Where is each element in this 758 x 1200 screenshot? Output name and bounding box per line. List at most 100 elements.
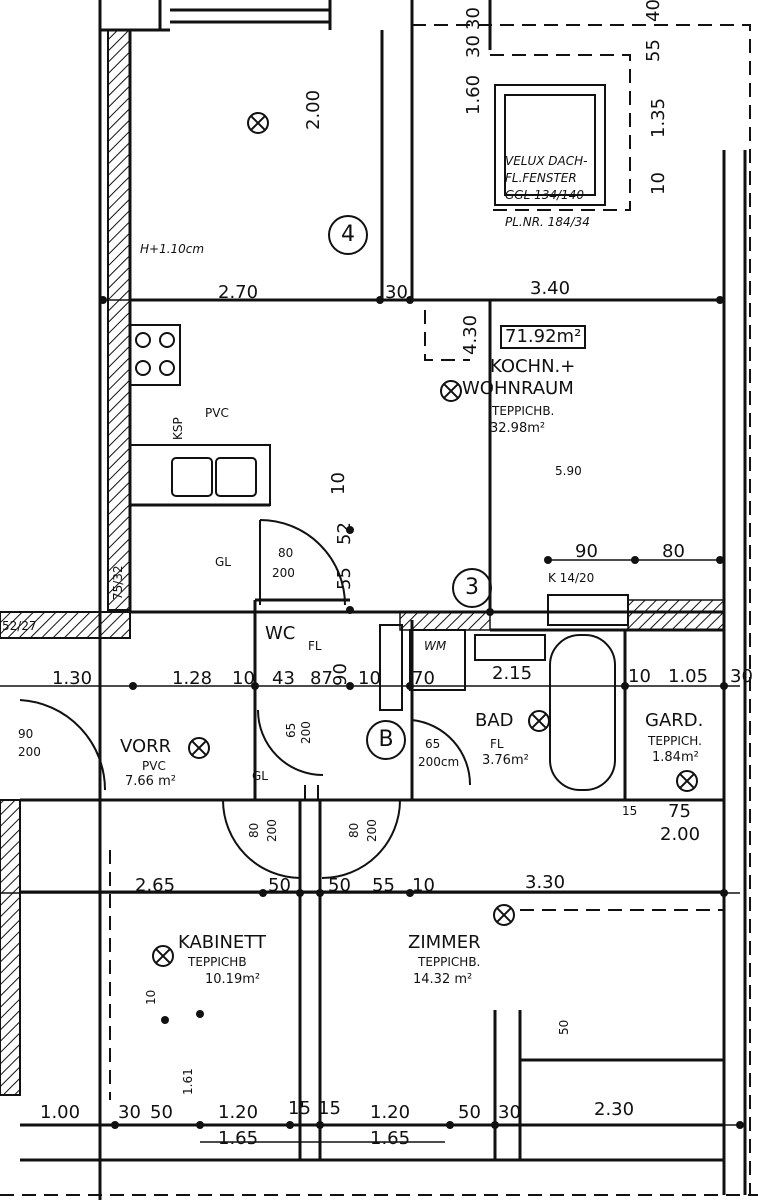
header-dim-135: 1.35 xyxy=(648,97,669,138)
dim-k-55: 55 xyxy=(334,567,355,590)
spot-level: 5.90 xyxy=(555,464,582,478)
dim-k-90: 90 xyxy=(575,541,598,562)
dim-bot-3: 50 xyxy=(150,1102,173,1123)
kab-name: KABINETT xyxy=(178,932,266,953)
dim-bot-win-2: 1.65 xyxy=(370,1128,411,1149)
dim-mid-8: 2.15 xyxy=(492,663,533,684)
dim-mid-3: 43 xyxy=(272,668,295,689)
gard-area: 1.84m² xyxy=(652,750,699,765)
dim-bot-5: 15 xyxy=(288,1098,311,1119)
fixture-gl-1: GL xyxy=(215,555,231,569)
dim-mid-6: 10 xyxy=(358,668,381,689)
dim-mid-1: 1.28 xyxy=(172,668,213,689)
lower-left-wall xyxy=(0,799,21,1096)
dim-gard-75: 75 xyxy=(668,801,691,822)
vorr-light-icon xyxy=(188,737,210,759)
dim-row3-4: 10 xyxy=(412,875,435,896)
dim-mid-5: 90 xyxy=(330,663,351,686)
kw-area: 32.98m² xyxy=(490,421,546,436)
dim-gard-200: 2.00 xyxy=(660,824,701,845)
vorr-area: 7.66 m² xyxy=(125,774,176,789)
bad-light-icon xyxy=(528,710,550,732)
kab-area: 10.19m² xyxy=(205,972,261,987)
dim-mid-11: 30 xyxy=(730,666,753,687)
door-wc-h: 200 xyxy=(299,721,313,744)
header-dim-55: 55 xyxy=(643,39,664,62)
dim-kab-10: 10 xyxy=(144,989,158,1005)
zim-name: ZIMMER xyxy=(408,932,481,953)
dim-mid-9: 10 xyxy=(628,666,651,687)
kitchen-fixtures xyxy=(129,84,606,506)
kw-floor: TEPPICHB. xyxy=(492,404,555,418)
dim-row3-2: 50 xyxy=(328,875,351,896)
gard-name: GARD. xyxy=(645,710,704,731)
bad-area: 3.76m² xyxy=(482,753,529,768)
height-note: H+1.10cm xyxy=(140,242,205,256)
header-dim-40: 40 xyxy=(643,0,664,22)
dim-k-52: 52 xyxy=(334,522,355,545)
door-wc-w: 65 xyxy=(284,722,298,738)
dim-hood: 4.30 xyxy=(460,314,481,355)
gard-floor: TEPPICH. xyxy=(648,734,702,748)
dim-bot-8: 50 xyxy=(458,1102,481,1123)
dim-bot-7: 1.20 xyxy=(370,1102,411,1123)
kw-pvc: PVC xyxy=(205,406,229,420)
dim-bot-9: 30 xyxy=(498,1102,521,1123)
window-label-4: PL.NR. 184/34 xyxy=(505,215,590,229)
kw-name-2: WOHNRAUM xyxy=(462,378,574,399)
dim-bot-4: 1.20 xyxy=(218,1102,259,1123)
fixture-gl-2: GL xyxy=(252,769,268,783)
window-label-1: VELUX DACH- xyxy=(505,154,588,168)
dim-mid-7: 70 xyxy=(412,668,435,689)
door-kab-h: 200 xyxy=(265,819,279,842)
header-dim-160: 1.60 xyxy=(463,74,484,115)
kab-light-icon xyxy=(152,945,174,967)
entry-wall-hatch xyxy=(0,611,131,639)
door-kitchen-w: 80 xyxy=(278,546,294,560)
fixture-fl-1: FL xyxy=(308,639,322,653)
zim-floor: TEPPICHB. xyxy=(418,955,481,969)
dim-mid-2: 10 xyxy=(232,668,255,689)
header-dim-200: 2.00 xyxy=(303,89,324,130)
top-room-light-icon xyxy=(247,112,269,134)
dimension-dots xyxy=(99,296,744,1129)
kw-total-area: 71.92m² xyxy=(500,325,587,349)
door-bad-h: 200cm xyxy=(418,755,460,769)
window-label-2: FL.FENSTER xyxy=(505,171,577,185)
dim-mid-4: 87 xyxy=(310,668,333,689)
dim-mid-left: 1.30 xyxy=(52,668,93,689)
dim-mid-10: 1.05 xyxy=(668,666,709,687)
header-dim-30a: 30 xyxy=(463,7,484,30)
dim-k-80: 80 xyxy=(662,541,685,562)
door-entry-h: 200 xyxy=(18,745,41,759)
door-kab-w: 80 xyxy=(247,822,261,838)
bath-window-hatch xyxy=(399,611,491,631)
left-exterior-wall xyxy=(107,29,131,611)
dashed-lines xyxy=(0,24,758,1196)
dim-top-right: 3.40 xyxy=(530,278,571,299)
dim-k-10: 10 xyxy=(328,472,349,495)
section-marker-b: B xyxy=(366,720,406,760)
dim-row3-left: 2.65 xyxy=(135,875,176,896)
dim-row3-3: 55 xyxy=(372,875,395,896)
dim-kab-161: 1.61 xyxy=(181,1068,195,1095)
vorr-floor: PVC xyxy=(142,759,166,773)
door-zim-w: 80 xyxy=(347,822,361,838)
wc-name: WC xyxy=(265,623,296,644)
door-swings xyxy=(19,519,472,879)
kw-name-1: KOCHN.+ xyxy=(490,356,576,377)
door-zim-h: 200 xyxy=(365,819,379,842)
zim-light-icon xyxy=(493,904,515,926)
section-marker-4: 4 xyxy=(328,215,368,255)
door-kitchen-h: 200 xyxy=(272,566,295,580)
fixture-k-storage: K 14/20 xyxy=(548,571,595,585)
dim-zim-50: 50 xyxy=(557,1019,571,1035)
bad-name: BAD xyxy=(475,710,514,731)
section-marker-3: 3 xyxy=(452,568,492,608)
dim-row3-1: 50 xyxy=(268,875,291,896)
zim-area: 14.32 m² xyxy=(413,972,473,987)
dim-row3-5: 3.30 xyxy=(525,872,566,893)
kab-floor: TEPPICHB xyxy=(188,955,247,969)
